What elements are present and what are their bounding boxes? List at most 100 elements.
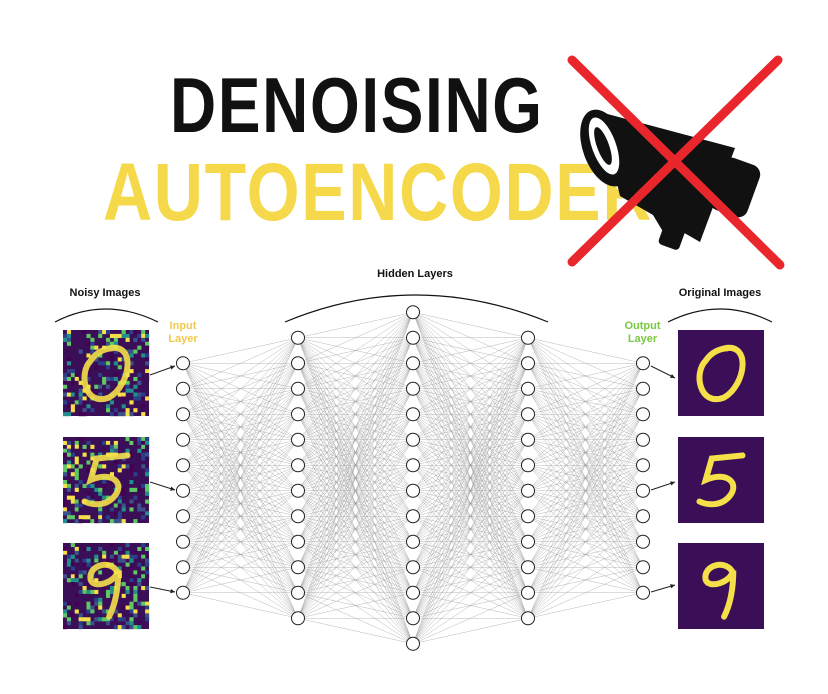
output-neuron [636, 585, 650, 600]
connection-line [297, 337, 414, 619]
connection-line [182, 337, 299, 466]
hidden-3-neuron [521, 560, 535, 575]
image-arrows [149, 365, 676, 594]
connection-line [527, 439, 644, 619]
connection-line [182, 592, 299, 619]
connection-line [182, 388, 299, 593]
connection-line [412, 337, 529, 364]
original-digit-image [678, 543, 764, 629]
hidden-2-neuron [406, 585, 420, 600]
connection-line [297, 592, 414, 619]
connection-line [182, 337, 299, 389]
connection-line [412, 363, 529, 644]
hidden-3-neuron [521, 432, 535, 447]
input-neuron [176, 458, 190, 473]
hidden-1-neuron [291, 432, 305, 447]
connection-line [527, 363, 644, 542]
connection-line [527, 567, 644, 619]
input-arrow-head [170, 588, 175, 594]
connection-line [412, 465, 529, 644]
hidden-1-neuron [291, 560, 305, 575]
hidden-1-neuron [291, 611, 305, 626]
output-neuron [636, 381, 650, 396]
connection-line [182, 337, 299, 440]
input-neuron [176, 432, 190, 447]
hidden-1-neuron [291, 330, 305, 345]
output-neuron [636, 509, 650, 524]
connection-line [297, 490, 414, 619]
output-neuron [636, 458, 650, 473]
connection-line [297, 618, 414, 644]
connection-line [527, 414, 644, 619]
hidden-3-neuron [521, 381, 535, 396]
connection-line [182, 337, 299, 542]
connection-line [297, 312, 414, 593]
connection-line [527, 363, 644, 389]
connection-line [182, 567, 299, 593]
connection-line [412, 312, 529, 338]
hidden-1-neuron [291, 509, 305, 524]
hidden-1-neuron [291, 585, 305, 600]
connection-line [297, 312, 414, 364]
connection-line [182, 337, 299, 517]
connection-line [412, 516, 529, 644]
connection-line [412, 439, 529, 644]
digit-images [63, 330, 764, 630]
connection-line [297, 312, 414, 517]
connection-line [527, 363, 644, 568]
connection-line [412, 337, 529, 593]
connection-line [412, 337, 529, 440]
connection-line [182, 337, 299, 593]
connection-line [297, 363, 414, 619]
noisy-digit-image [63, 437, 150, 524]
input-neuron [176, 534, 190, 549]
network-neurons [176, 305, 650, 651]
hidden-2-neuron [406, 305, 420, 320]
connection-line [297, 541, 414, 619]
input-neuron [176, 381, 190, 396]
hidden-1-neuron [291, 381, 305, 396]
hidden-1-neuron [291, 534, 305, 549]
connection-line [297, 567, 414, 619]
connection-line [527, 363, 644, 491]
output-arrow-head [670, 374, 675, 378]
connection-line [527, 388, 644, 619]
connection-line [297, 516, 414, 619]
hidden-3-neuron [521, 458, 535, 473]
input-neuron [176, 585, 190, 600]
input-arrow-head [170, 486, 175, 491]
connection-line [297, 312, 414, 440]
original-images-label: Original Images [678, 287, 762, 299]
hidden-2-neuron [406, 636, 420, 651]
hidden-3-neuron [521, 534, 535, 549]
hidden-1-neuron [291, 407, 305, 422]
connection-line [297, 312, 414, 466]
connection-line [412, 337, 529, 517]
input-arrow-head [170, 365, 175, 370]
connection-line [297, 312, 414, 415]
input-neuron [176, 407, 190, 422]
noisy-digit-image [63, 330, 150, 417]
connection-line [182, 490, 299, 593]
hidden-layers-bracket [284, 294, 549, 323]
connection-line [412, 388, 529, 644]
output-arrow-head [670, 481, 675, 486]
hidden-3-neuron [521, 330, 535, 345]
hidden-2-neuron [406, 330, 420, 345]
connection-line [412, 337, 529, 466]
hidden-2-neuron [406, 534, 420, 549]
hidden-2-neuron [406, 407, 420, 422]
input-layer-label: Input Layer [168, 320, 198, 345]
red-x-icon [567, 55, 785, 270]
noisy-digit-image [63, 543, 150, 630]
connection-line [297, 312, 414, 491]
connection-line [527, 490, 644, 619]
input-neuron [176, 560, 190, 575]
hidden-3-neuron [521, 407, 535, 422]
output-neuron [636, 356, 650, 371]
hidden-3-neuron [521, 483, 535, 498]
hidden-2-neuron [406, 560, 420, 575]
connection-line [412, 337, 529, 389]
hidden-3-neuron [521, 509, 535, 524]
